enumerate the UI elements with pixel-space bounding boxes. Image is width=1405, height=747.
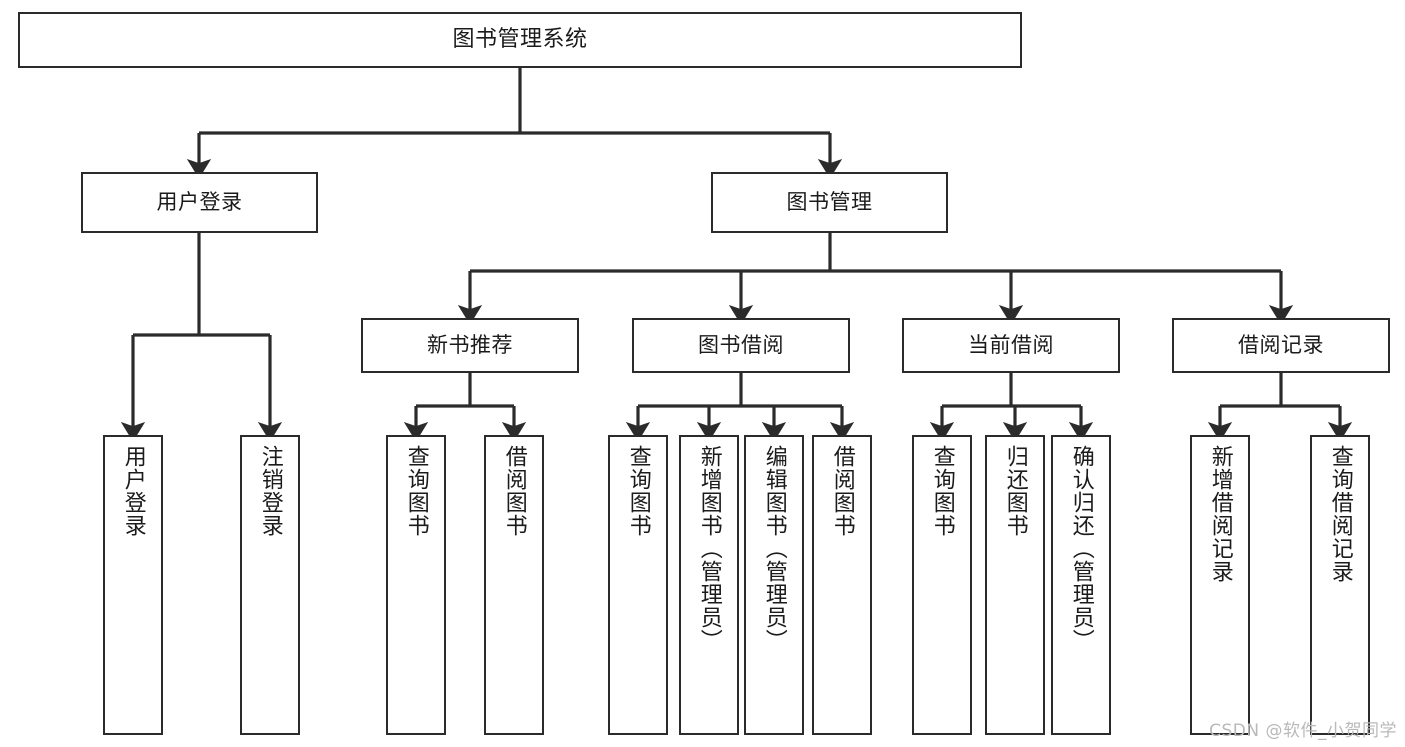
leaf-cb-query-book[interactable]: 查询图书 (912, 435, 972, 735)
leaf-bb-borrow-book[interactable]: 借阅图书 (812, 435, 872, 735)
leaf-cb-confirm-return-admin[interactable]: 确认归还（管理员） (1051, 435, 1111, 735)
leaf-rec-query-book[interactable]: 查询图书 (386, 435, 446, 735)
watermark: CSDN @软件_小贺同学 (1209, 721, 1397, 741)
leaf-cb-return-book[interactable]: 归还图书 (985, 435, 1045, 735)
leaf-cb-return-book-label: 归还图书 (1002, 445, 1028, 537)
node-root[interactable]: 图书管理系统 (18, 12, 1022, 68)
node-user-login[interactable]: 用户登录 (81, 172, 318, 233)
leaf-bb-add-book-admin-label: 新增图书（管理员） (696, 445, 722, 652)
node-book-manage[interactable]: 图书管理 (711, 172, 948, 233)
node-new-book-recommend-label: 新书推荐 (427, 332, 513, 357)
node-current-borrow-label: 当前借阅 (968, 332, 1054, 357)
node-borrow-record[interactable]: 借阅记录 (1172, 318, 1390, 373)
leaf-br-query-record[interactable]: 查询借阅记录 (1310, 435, 1370, 735)
leaf-br-add-record-label: 新增借阅记录 (1207, 445, 1233, 583)
leaf-user-login[interactable]: 用户登录 (103, 435, 163, 735)
leaf-cb-confirm-return-admin-label: 确认归还（管理员） (1068, 445, 1094, 652)
leaf-bb-borrow-book-label: 借阅图书 (829, 445, 855, 537)
node-root-label: 图书管理系统 (452, 26, 588, 52)
leaf-rec-borrow-book-label: 借阅图书 (501, 445, 527, 537)
node-new-book-recommend[interactable]: 新书推荐 (361, 318, 579, 373)
leaf-bb-edit-book-admin[interactable]: 编辑图书（管理员） (744, 435, 804, 735)
node-current-borrow[interactable]: 当前借阅 (902, 318, 1120, 373)
leaf-rec-query-book-label: 查询图书 (403, 445, 429, 537)
node-book-borrow-label: 图书借阅 (698, 332, 784, 357)
leaf-br-add-record[interactable]: 新增借阅记录 (1190, 435, 1250, 735)
leaf-bb-query-book[interactable]: 查询图书 (608, 435, 668, 735)
leaf-logout[interactable]: 注销登录 (240, 435, 300, 735)
leaf-bb-add-book-admin[interactable]: 新增图书（管理员） (679, 435, 739, 735)
leaf-bb-query-book-label: 查询图书 (625, 445, 651, 537)
node-book-borrow[interactable]: 图书借阅 (632, 318, 850, 373)
node-user-login-label: 用户登录 (156, 189, 243, 214)
leaf-user-login-label: 用户登录 (120, 445, 146, 537)
leaf-logout-label: 注销登录 (257, 445, 283, 537)
node-book-manage-label: 图书管理 (786, 189, 873, 214)
leaf-cb-query-book-label: 查询图书 (929, 445, 955, 537)
leaf-rec-borrow-book[interactable]: 借阅图书 (484, 435, 544, 735)
node-borrow-record-label: 借阅记录 (1238, 332, 1324, 357)
leaf-bb-edit-book-admin-label: 编辑图书（管理员） (761, 445, 787, 652)
leaf-br-query-record-label: 查询借阅记录 (1327, 445, 1353, 583)
